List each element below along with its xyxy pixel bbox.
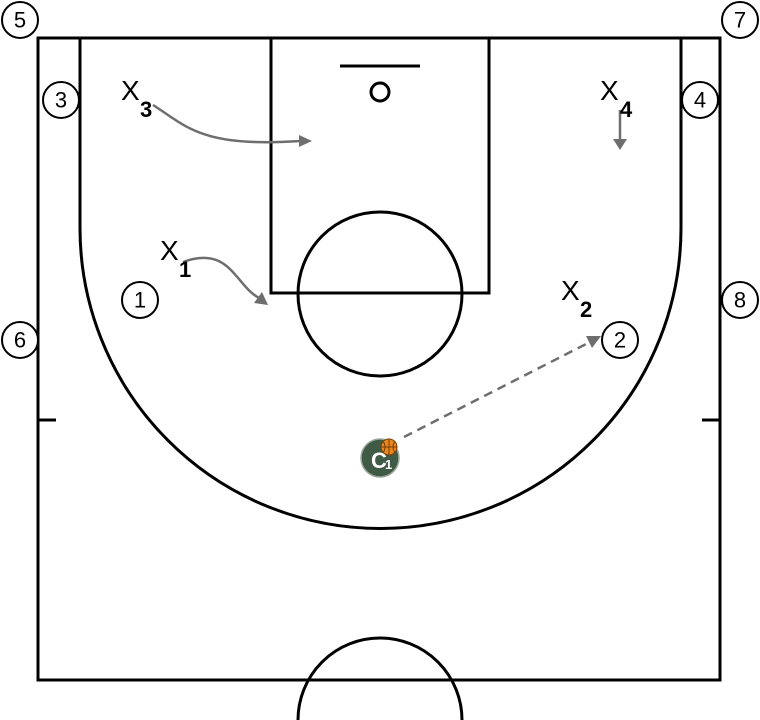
defender-number: 1 — [179, 257, 191, 282]
center-circle — [296, 636, 464, 720]
spot-8-marker: 8 — [721, 281, 759, 319]
court-boundary — [36, 36, 722, 682]
pass-arrow-head — [586, 336, 601, 348]
x1-cut-arrow — [182, 256, 260, 300]
spot-6-marker: 6 — [1, 321, 39, 359]
spot-4-marker: 4 — [681, 81, 719, 119]
x3-arrow-head — [299, 135, 312, 147]
spot-label: 4 — [694, 88, 706, 113]
three-point-line — [78, 38, 683, 530]
x4-arrow-head — [613, 139, 627, 150]
spot-label: 1 — [134, 288, 146, 313]
defender-x3: X 3 — [121, 75, 152, 122]
x1-arrow-head — [254, 292, 268, 305]
spot-5-marker: 5 — [1, 1, 39, 39]
spot-label: 2 — [614, 328, 626, 353]
free-throw-circle — [296, 210, 464, 378]
spot-label: 6 — [14, 328, 26, 353]
defender-number: 2 — [580, 297, 592, 322]
defender-x4: X 4 — [600, 75, 633, 122]
paint-lane — [269, 36, 491, 295]
spot-label: 5 — [14, 8, 26, 33]
defender-x2: X 2 — [561, 275, 592, 322]
spot-label: 3 — [55, 88, 67, 113]
x3-cut-arrow — [152, 103, 301, 144]
spot-2-marker: 2 — [601, 321, 639, 359]
spot-label: 8 — [734, 288, 746, 313]
spot-1-marker: 1 — [121, 281, 159, 319]
coach-number: 1 — [385, 457, 392, 472]
pass-arrow — [403, 340, 591, 439]
defender-number: 4 — [620, 97, 633, 122]
defender-letter: X — [600, 75, 619, 106]
hoop-icon — [369, 81, 391, 103]
basketball-icon — [380, 438, 398, 456]
defender-letter: X — [561, 275, 580, 306]
spot-7-marker: 7 — [721, 1, 759, 39]
defender-letter: X — [121, 75, 140, 106]
defender-letter: X — [160, 235, 179, 266]
defender-x1: X 1 — [160, 235, 191, 282]
coach-with-ball: C 1 — [360, 438, 400, 478]
coach-letter: C — [371, 448, 387, 473]
defender-number: 3 — [140, 97, 152, 122]
spot-label: 7 — [734, 8, 746, 33]
spot-3-marker: 3 — [42, 81, 80, 119]
